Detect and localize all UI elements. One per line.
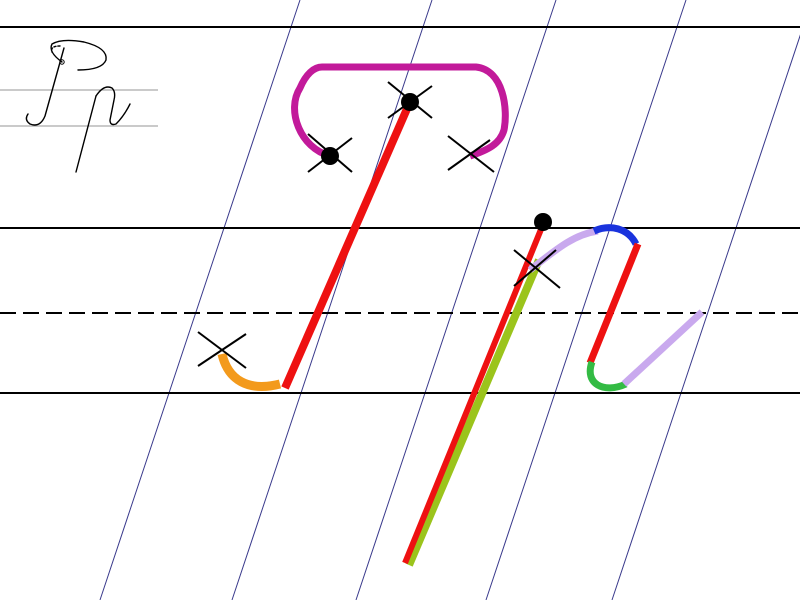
- sample-letter-lowercase: [75, 86, 131, 173]
- cross-mark: [307, 133, 353, 173]
- lowercase-p-arch-start: [527, 227, 599, 273]
- sample-letter-uppercase: [25, 39, 107, 126]
- uppercase-p-strokes: [217, 63, 509, 391]
- start-dot: [534, 213, 552, 231]
- lowercase-p-descender-overlay: [405, 258, 543, 567]
- ruling-lines: [0, 26, 800, 394]
- slant-guide-line: [355, 0, 557, 600]
- slant-guide-line: [611, 34, 800, 600]
- cross-mark: [197, 331, 247, 369]
- lowercase-p-arch-top: [592, 224, 640, 246]
- slant-guides: [99, 0, 800, 600]
- sample-letters-pp: [0, 39, 158, 173]
- slant-guide-line: [485, 0, 687, 600]
- uppercase-p-top-loop: [291, 63, 509, 160]
- lowercase-p-right-stem: [586, 242, 642, 365]
- lowercase-p-bottom-curve: [586, 360, 628, 392]
- cross-marks: [197, 81, 561, 369]
- stroke-start-dots: [321, 93, 552, 231]
- slant-guide-line: [231, 0, 433, 600]
- uppercase-p-downstroke: [281, 100, 414, 390]
- uppercase-p-bottom-hook: [217, 352, 282, 391]
- cross-mark: [387, 81, 433, 119]
- cross-mark: [513, 249, 561, 289]
- slant-guide-line: [99, 0, 301, 600]
- lowercase-p-exit-stroke: [621, 309, 705, 387]
- cross-mark: [447, 135, 495, 173]
